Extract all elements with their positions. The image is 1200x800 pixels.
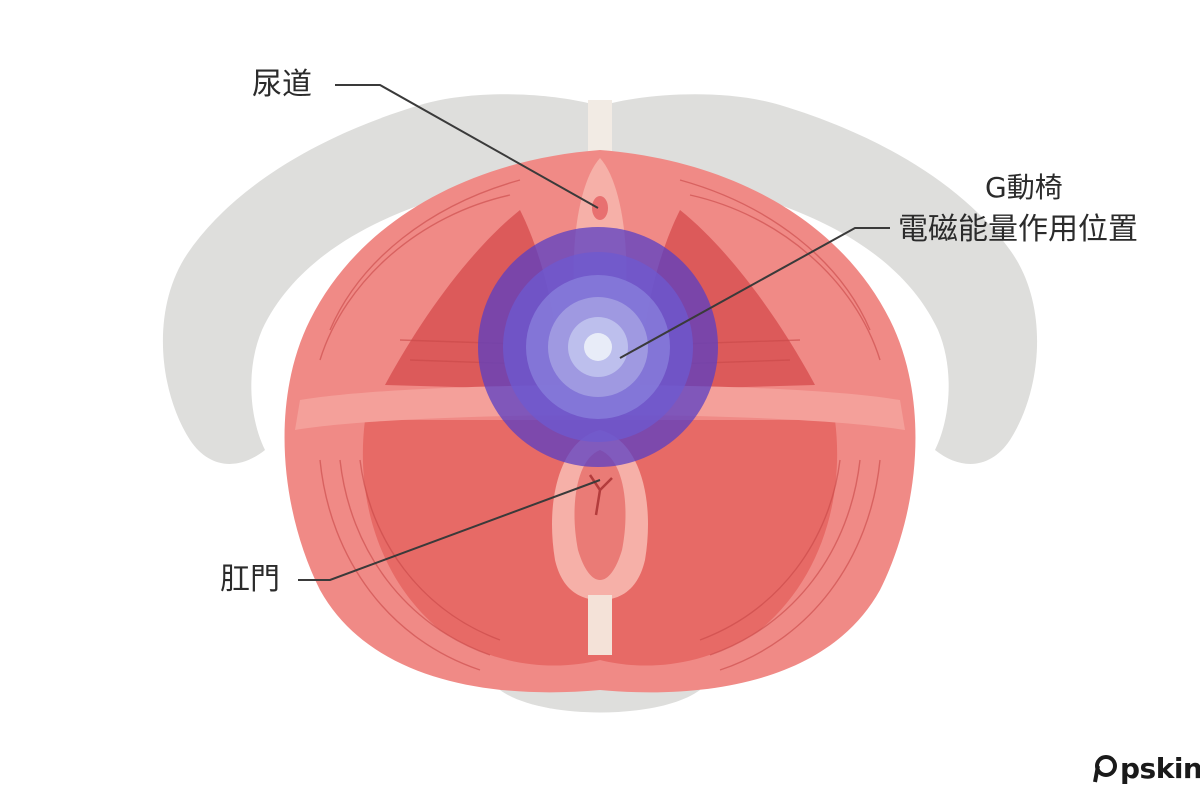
urethra-opening — [592, 196, 608, 220]
brand-logo: pskin — [1092, 752, 1200, 785]
gchair-label-line2: 電磁能量作用位置 — [898, 212, 1138, 247]
urethra-label: 尿道 — [252, 67, 312, 102]
anus-opening — [588, 474, 613, 516]
brand-mark-icon — [1093, 754, 1117, 782]
pubic-symphysis — [588, 100, 612, 155]
leader-urethra — [335, 84, 599, 209]
anus-column — [552, 430, 648, 655]
leader-gchair — [619, 227, 890, 359]
coccyx-ligament — [588, 595, 612, 655]
leader-lines — [298, 84, 890, 581]
leader-anus — [298, 479, 601, 581]
energy-field — [478, 227, 718, 467]
brand-logo-text: pskin — [1120, 752, 1200, 785]
anus-label: 肛門 — [220, 562, 280, 597]
gchair-label-line1: G動椅 — [985, 171, 1063, 204]
